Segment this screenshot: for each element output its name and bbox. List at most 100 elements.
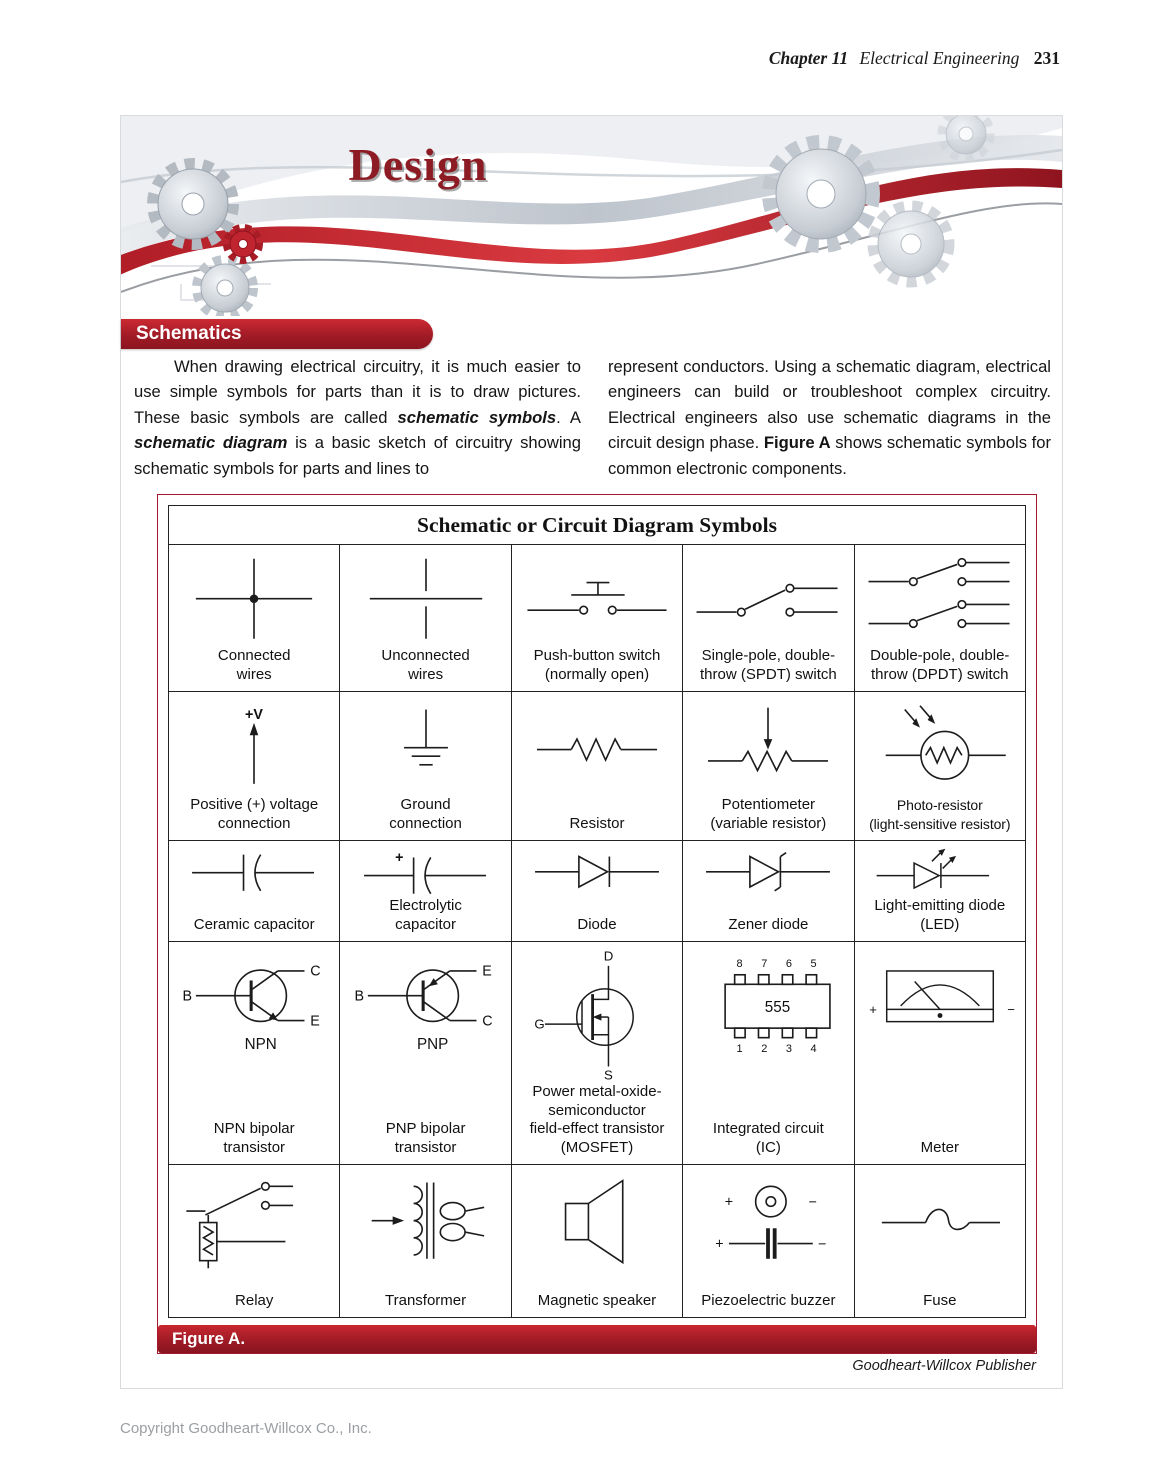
symbol-label: Power metal-oxide- semiconductor field-e… bbox=[529, 1083, 665, 1156]
publisher-credit: Goodheart-Willcox Publisher bbox=[852, 1358, 1036, 1374]
svg-text:S: S bbox=[604, 1068, 613, 1083]
table-row: +V Positive (+) voltage connection bbox=[167, 691, 1027, 841]
svg-text:G: G bbox=[534, 1017, 544, 1032]
gear-icon bbox=[867, 200, 955, 288]
body-text: . A bbox=[556, 407, 581, 427]
svg-text:+: + bbox=[725, 1194, 733, 1210]
table-row: Relay Transformer bbox=[167, 1164, 1027, 1318]
dpdt-switch-symbol bbox=[868, 557, 1010, 629]
bold-term: schematic symbols bbox=[397, 407, 557, 427]
svg-text:NPN: NPN bbox=[245, 1036, 277, 1053]
cell-photo-resistor: Photo-resistor (light-sensitive resistor… bbox=[853, 691, 1027, 841]
magnetic-speaker-symbol bbox=[564, 1179, 624, 1265]
svg-text:B: B bbox=[183, 989, 193, 1005]
paragraph: When drawing electrical circuitry, it is… bbox=[134, 354, 581, 481]
running-head: Chapter 11 Electrical Engineering 231 bbox=[769, 48, 1060, 69]
cell-transformer: Transformer bbox=[339, 1164, 512, 1318]
cell-integrated-circuit: 8 7 6 5 555 1 2 3 4 Integrated circuit (… bbox=[682, 941, 855, 1165]
diode-symbol bbox=[535, 855, 659, 889]
cell-ground: Ground connection bbox=[339, 691, 512, 841]
figure-a: Schematic or Circuit Diagram Symbols Con… bbox=[157, 494, 1037, 1354]
paragraph: represent conductors. Using a schematic … bbox=[608, 354, 1051, 481]
design-banner-art: Design Design bbox=[121, 116, 1062, 316]
svg-text:E: E bbox=[482, 964, 492, 980]
cell-relay: Relay bbox=[167, 1164, 341, 1318]
cell-unconnected-wires: Unconnected wires bbox=[339, 544, 512, 692]
symbol-label: Connected wires bbox=[217, 647, 291, 683]
figure-caption: Figure A. bbox=[158, 1325, 1036, 1353]
symbol-label: Potentiometer (variable resistor) bbox=[710, 796, 827, 832]
cell-pnp-transistor: B E C PNP PNP bipolar bbox=[339, 941, 512, 1165]
svg-text:+: + bbox=[716, 1236, 724, 1252]
symbol-label: Relay bbox=[235, 1291, 274, 1309]
resistor-symbol bbox=[536, 737, 657, 762]
cell-fuse: Fuse bbox=[853, 1164, 1027, 1318]
table-row: Connected wires Unconnected wires bbox=[167, 544, 1027, 692]
push-button-switch-symbol bbox=[527, 581, 667, 615]
cell-positive-voltage: +V Positive (+) voltage connection bbox=[167, 691, 341, 841]
symbol-label: Photo-resistor (light-sensitive resistor… bbox=[869, 797, 1011, 832]
svg-text:1 2 3 4: 1 2 3 4 bbox=[737, 1043, 817, 1055]
body-text: is a basic sketch of circuitry showing s… bbox=[134, 433, 581, 478]
spdt-switch-symbol bbox=[696, 583, 838, 617]
figure-caption-label: Figure A. bbox=[172, 1329, 246, 1348]
svg-text:8 7 6 5: 8 7 6 5 bbox=[737, 958, 817, 970]
cell-magnetic-speaker: Magnetic speaker bbox=[510, 1164, 684, 1318]
symbol-label: Single-pole, double- throw (SPDT) switch bbox=[700, 647, 837, 683]
symbol-label: Integrated circuit (IC) bbox=[712, 1120, 824, 1156]
meter-symbol: + − bbox=[869, 970, 1015, 1023]
cell-mosfet: G D S bbox=[510, 941, 684, 1165]
cell-ceramic-capacitor: Ceramic capacitor bbox=[167, 840, 341, 942]
integrated-circuit-symbol: 8 7 6 5 555 1 2 3 4 bbox=[724, 958, 832, 1055]
symbol-label: Zener diode bbox=[728, 915, 809, 933]
cell-meter: + − Meter bbox=[853, 941, 1027, 1165]
symbol-label: Diode bbox=[577, 915, 617, 933]
cell-spdt-switch: Single-pole, double- throw (SPDT) switch bbox=[682, 544, 855, 692]
copyright-line: Copyright Goodheart-Willcox Co., Inc. bbox=[120, 1420, 372, 1437]
gear-icon bbox=[147, 158, 239, 250]
table-row: B C E NPN bbox=[167, 941, 1027, 1165]
symbol-label: Piezoelectric buzzer bbox=[701, 1291, 836, 1309]
ground-symbol bbox=[403, 709, 448, 766]
banner-title-shadow: Design bbox=[351, 141, 490, 192]
symbol-label: Double-pole, double- throw (DPDT) switch bbox=[870, 647, 1010, 683]
svg-text:C: C bbox=[482, 1013, 492, 1029]
symbol-label: Electrolytic capacitor bbox=[389, 897, 462, 933]
zener-diode-symbol bbox=[706, 852, 831, 892]
gear-icon bbox=[762, 135, 880, 253]
electrolytic-capacitor-symbol: + bbox=[363, 850, 486, 895]
gear-icon bbox=[937, 116, 995, 163]
symbol-label: Resistor bbox=[569, 814, 625, 832]
page-number: 231 bbox=[1033, 48, 1060, 68]
connected-wires-symbol bbox=[196, 558, 313, 639]
symbol-label: Ceramic capacitor bbox=[193, 915, 315, 933]
bold-term: schematic diagram bbox=[134, 433, 288, 453]
npn-transistor-symbol: B C E NPN bbox=[183, 964, 321, 1053]
led-symbol bbox=[876, 848, 989, 890]
symbols-table: Schematic or Circuit Diagram Symbols Con… bbox=[167, 505, 1027, 1318]
symbol-label: NPN bipolar transistor bbox=[213, 1120, 295, 1156]
unconnected-wires-symbol bbox=[369, 558, 482, 639]
photo-resistor-symbol bbox=[885, 705, 1006, 780]
table-title: Schematic or Circuit Diagram Symbols bbox=[168, 505, 1026, 545]
svg-text:PNP: PNP bbox=[417, 1036, 448, 1053]
mosfet-symbol: G D S bbox=[534, 950, 634, 1083]
transformer-symbol bbox=[371, 1182, 484, 1259]
chapter-number: Chapter 11 bbox=[768, 48, 849, 68]
potentiometer-symbol bbox=[708, 707, 829, 773]
svg-text:C: C bbox=[310, 964, 320, 980]
svg-text:+: + bbox=[869, 1002, 877, 1017]
cell-potentiometer: Potentiometer (variable resistor) bbox=[682, 691, 855, 841]
cell-diode: Diode bbox=[510, 840, 684, 942]
cell-resistor: Resistor bbox=[510, 691, 684, 841]
symbol-label: Positive (+) voltage connection bbox=[190, 796, 319, 832]
svg-text:−: − bbox=[809, 1194, 817, 1210]
cell-dpdt-switch: Double-pole, double- throw (DPDT) switch bbox=[853, 544, 1027, 692]
symbol-label: Push-button switch (normally open) bbox=[533, 647, 661, 683]
svg-text:−: − bbox=[1007, 1002, 1015, 1017]
svg-text:555: 555 bbox=[765, 999, 790, 1016]
figure-reference: Figure A bbox=[763, 433, 831, 453]
cell-push-button-switch: Push-button switch (normally open) bbox=[510, 544, 684, 692]
body-text: shows schematic symbols for common elect… bbox=[608, 433, 1051, 478]
positive-voltage-symbol: +V bbox=[245, 707, 264, 784]
